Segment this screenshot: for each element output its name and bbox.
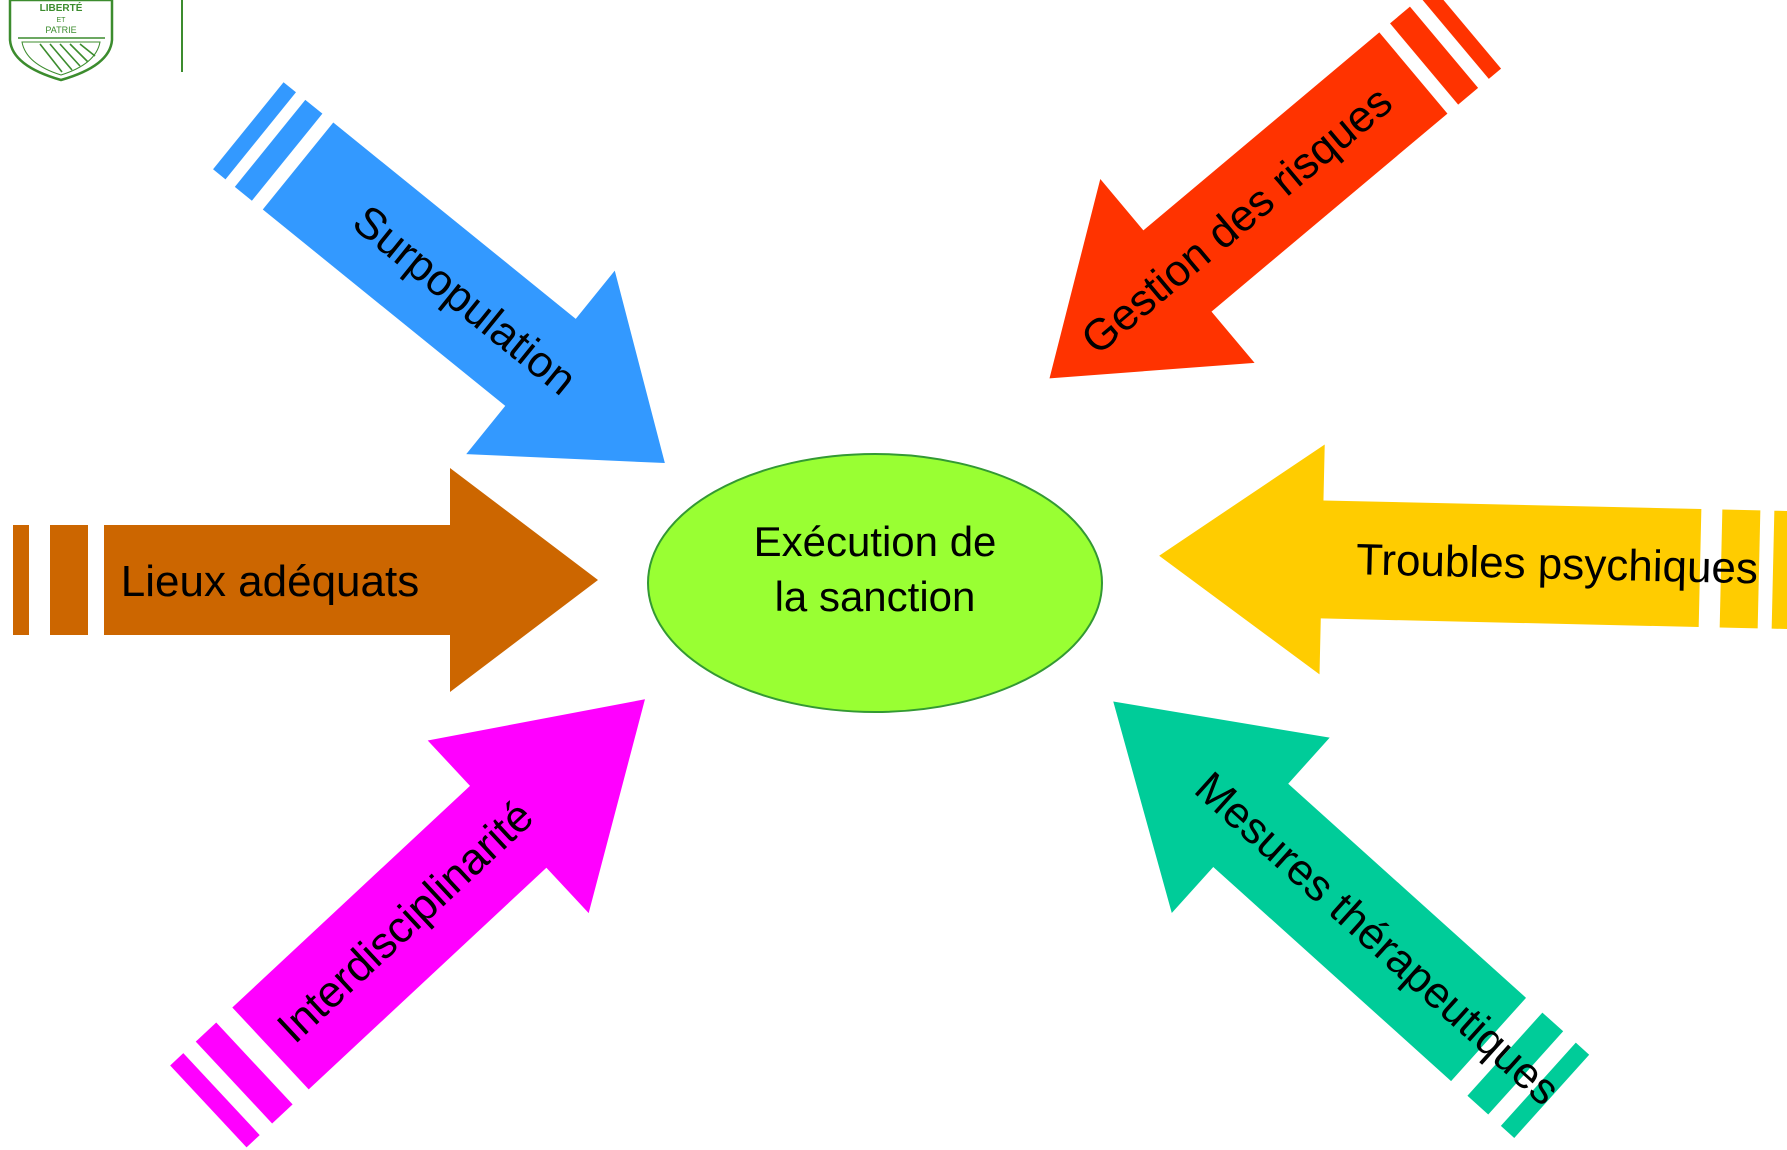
center-label-line2: la sanction bbox=[775, 573, 976, 620]
arrow-troubles-stripe bbox=[1719, 509, 1761, 629]
arrow-lieux-stripe bbox=[13, 525, 29, 635]
arrow-mesures-stripe bbox=[1500, 1042, 1590, 1138]
arrow-lieux-stripe bbox=[50, 525, 88, 635]
arrow-mesures-label: Mesures thérapeutiques bbox=[1186, 763, 1570, 1115]
logo-motto-line2: ET bbox=[57, 17, 67, 24]
arrow-lieux-label: Lieux adéquats bbox=[121, 557, 419, 606]
logo-motto-line1: LIBERTÉ bbox=[40, 1, 83, 14]
logo-motto-line3: PATRIE bbox=[45, 25, 76, 35]
arrow-gestion-stripe bbox=[1390, 6, 1479, 105]
center-node: Exécution de la sanction bbox=[647, 453, 1103, 713]
arrow-troubles-label: Troubles psychiques bbox=[1356, 535, 1759, 593]
arrow-surpopulation-stripe bbox=[234, 99, 323, 201]
arrow-lieux-adequats: Lieux adéquats bbox=[13, 468, 598, 692]
arrow-troubles-body bbox=[1159, 444, 1702, 675]
arrow-surpopulation-body bbox=[262, 122, 665, 464]
arrow-mesures-body bbox=[1113, 701, 1527, 1082]
arrow-lieux-body bbox=[104, 468, 598, 692]
arrow-gestion-des-risques: Gestion des risques bbox=[1049, 0, 1502, 379]
arrow-troubles-psychiques: Troubles psychiques bbox=[1159, 444, 1787, 675]
center-label-line1: Exécution de bbox=[754, 518, 997, 565]
arrow-interdisciplinarite: Interdisciplinarité bbox=[170, 699, 645, 1148]
arrow-gestion-stripe bbox=[1420, 0, 1502, 79]
arrow-mesures-stripe bbox=[1467, 1012, 1564, 1115]
arrow-mesures-therapeutiques: Mesures thérapeutiques bbox=[1113, 701, 1590, 1138]
coat-of-arms-logo: LIBERTÉ ET PATRIE bbox=[8, 0, 114, 82]
arrow-surpopulation-stripe bbox=[213, 82, 296, 180]
center-ellipse bbox=[647, 453, 1103, 713]
arrow-interdisciplinarite-body bbox=[232, 699, 645, 1090]
arrow-troubles-stripe bbox=[1771, 510, 1787, 630]
arrow-gestion-body bbox=[1049, 32, 1448, 379]
arrow-interdisciplinarite-label: Interdisciplinarité bbox=[268, 791, 543, 1052]
arrow-interdisciplinarite-stripe bbox=[170, 1053, 260, 1148]
arrow-interdisciplinarite-stripe bbox=[195, 1022, 293, 1124]
